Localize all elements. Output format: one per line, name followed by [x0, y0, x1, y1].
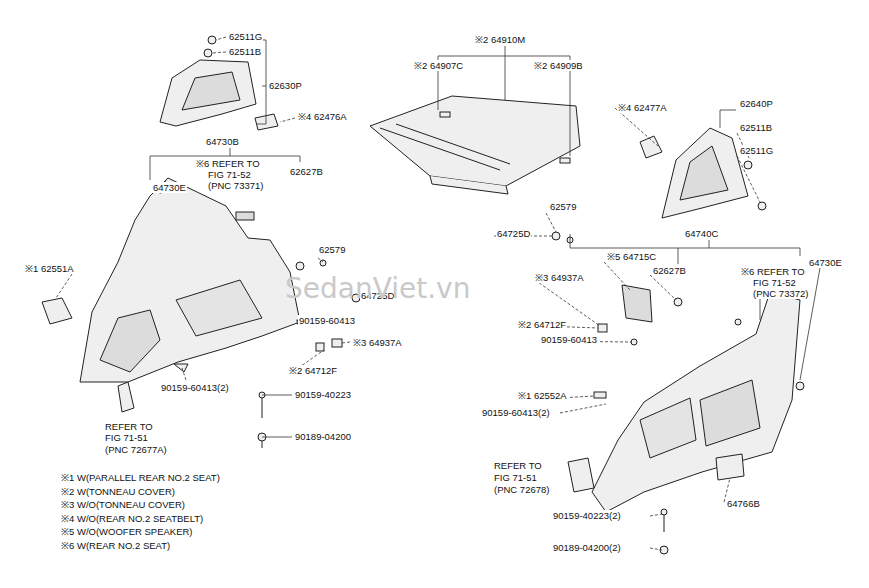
callout-number: ※2 64907C: [413, 60, 464, 71]
callout-number: ※3 64937A: [352, 337, 403, 348]
callout-number: FIG 71-52: [752, 277, 797, 288]
callout-number: (PNC 73371): [207, 180, 264, 191]
callout-number: 90159-60413(2): [481, 407, 551, 418]
callout-number: ※3 64937A: [534, 272, 585, 283]
callout-number: ※1 62551A: [24, 263, 75, 274]
callout-number: 62630P: [268, 80, 303, 91]
callout-number: 62511B: [739, 122, 773, 133]
callout-number: FIG 71-51: [493, 472, 538, 483]
callout-number: 62579: [318, 244, 346, 255]
callout-number: 90189-04200: [294, 431, 352, 442]
note-text: ※3 W/O(TONNEAU COVER): [60, 499, 186, 510]
callout-number: ※2 64910M: [474, 34, 526, 45]
callout-number: 62511B: [228, 46, 262, 57]
callout-number: 64730E: [152, 182, 187, 193]
callout-number: (PNC 72677A): [104, 444, 168, 455]
callout-number: ※4 62476A: [297, 111, 348, 122]
callout-number: ※6 REFER TO: [740, 266, 806, 277]
callout-number: ※2 64712F: [288, 365, 338, 376]
callout-number: 64730B: [205, 136, 240, 147]
callout-number: REFER TO: [493, 460, 543, 471]
callout-number: ※1 62552A: [517, 390, 568, 401]
note-text: ※6 W(REAR NO.2 SEAT): [60, 540, 171, 551]
watermark: SedanViet.vn: [285, 272, 470, 305]
callout-number: 62579: [549, 201, 577, 212]
callout-number: FIG 71-51: [104, 432, 149, 443]
callout-number: 64740C: [684, 228, 719, 239]
callout-number: 62640P: [739, 98, 774, 109]
note-text: ※1 W(PARALLEL REAR NO.2 SEAT): [60, 472, 221, 483]
callout-number: 64766B: [726, 498, 761, 509]
callout-number: REFER TO: [104, 421, 154, 432]
callout-number: 90189-04200(2): [552, 542, 622, 553]
callout-number: 64725D: [496, 228, 531, 239]
callout-number: (PNC 73372): [752, 288, 809, 299]
callout-number: 90159-40223(2): [552, 510, 622, 521]
callout-number: 90159-40223: [294, 389, 352, 400]
callout-number: (PNC 72678): [493, 484, 550, 495]
callout-number: ※5 64715C: [606, 251, 657, 262]
note-text: ※2 W(TONNEAU COVER): [60, 486, 176, 497]
callout-number: 90159-60413: [540, 334, 598, 345]
callout-number: 62627B: [289, 166, 324, 177]
callout-number: ※2 64909B: [533, 60, 584, 71]
callout-number: FIG 71-52: [207, 169, 252, 180]
callout-number: ※4 62477A: [617, 102, 668, 113]
callout-number: 64730E: [808, 257, 843, 268]
callout-number: 62627B: [652, 265, 687, 276]
callout-number: 62511G: [228, 31, 263, 42]
callout-number: 90159-60413(2): [160, 382, 230, 393]
callout-number: ※6 REFER TO: [195, 158, 261, 169]
callout-number: 62511G: [739, 145, 774, 156]
note-text: ※5 W/O(WOOFER SPEAKER): [60, 526, 194, 537]
callout-number: ※2 64712F: [517, 319, 567, 330]
note-text: ※4 W/O(REAR NO.2 SEATBELT): [60, 513, 204, 524]
callout-number: 90159-60413: [298, 315, 356, 326]
